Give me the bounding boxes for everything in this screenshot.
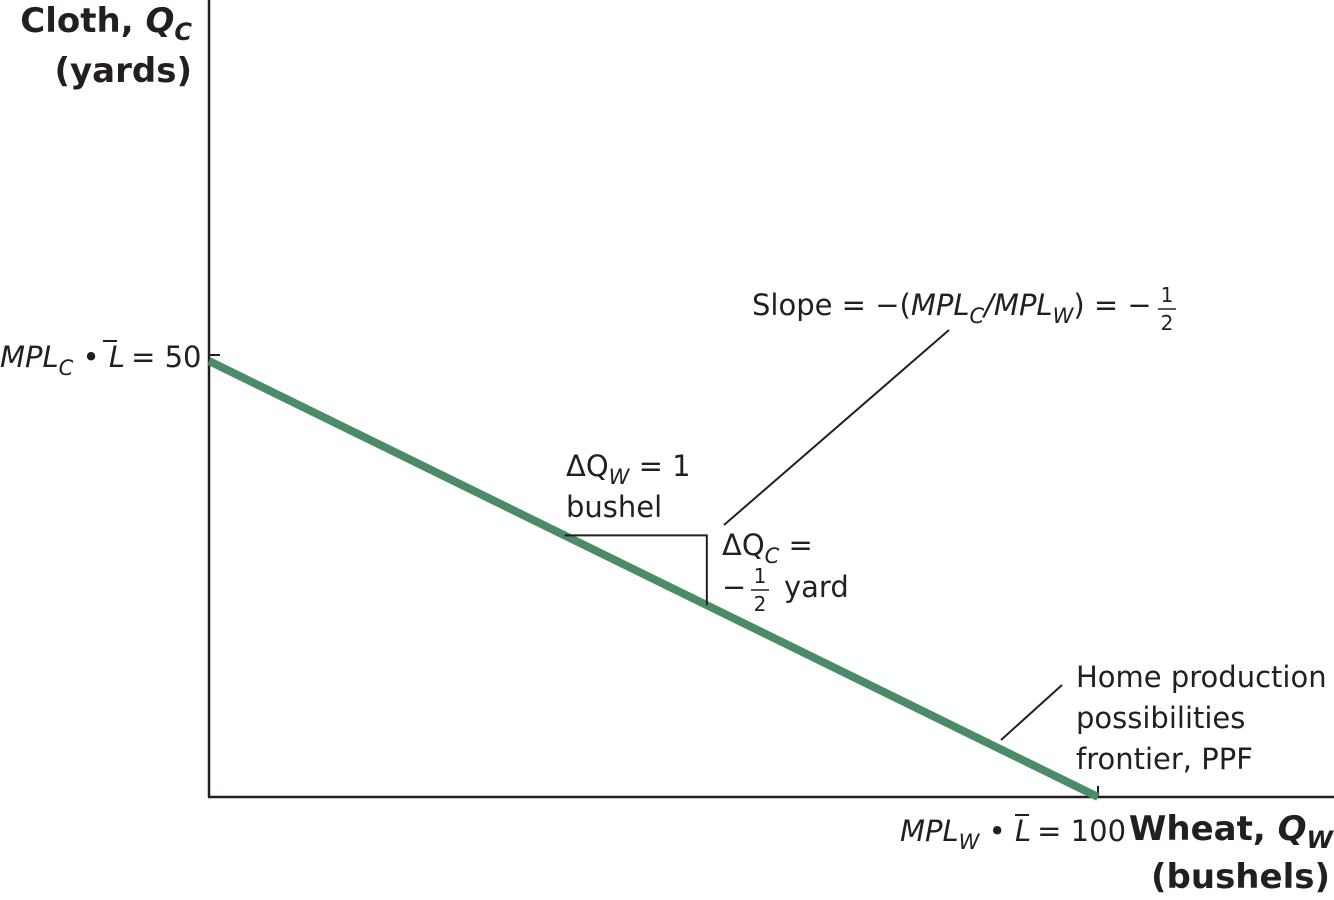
delta-w-label: ΔQW = 1: [566, 449, 691, 489]
delta-c-label: ΔQC =: [722, 528, 813, 568]
ppf-label-line-2: possibilities: [1076, 701, 1245, 735]
ppf-line: [207, 357, 1100, 801]
slope-fraction-denominator: 2: [1161, 311, 1174, 335]
delta-c-fraction-denominator: 2: [754, 592, 767, 616]
y-axis-unit: (yards): [54, 51, 192, 91]
ppf-label-line-1: Home production: [1076, 660, 1327, 694]
delta-c-unit: yard: [784, 570, 849, 604]
ppf-leader-line: [1000, 684, 1063, 741]
delta-c-minus: −: [722, 570, 746, 604]
delta-w-unit: bushel: [566, 490, 662, 524]
x-axis-unit: (bushels): [1151, 857, 1330, 897]
x-intercept-label: MPLW • L= 100: [900, 814, 1126, 854]
slope-fraction-numerator: 1: [1161, 283, 1174, 307]
slope-triangle: [564, 534, 708, 606]
x-axis-title: Wheat, QW: [1129, 809, 1334, 854]
slope-label: Slope = −(MPLC/MPLW) = −: [752, 288, 1152, 328]
y-axis-title: Cloth, QC: [20, 1, 192, 46]
delta-c-fraction-numerator: 1: [754, 564, 767, 588]
ppf-label-line-3: frontier, PPF: [1076, 742, 1253, 776]
slope-leader-line: [723, 329, 950, 526]
y-intercept-label: MPLC • L= 50: [0, 340, 201, 380]
